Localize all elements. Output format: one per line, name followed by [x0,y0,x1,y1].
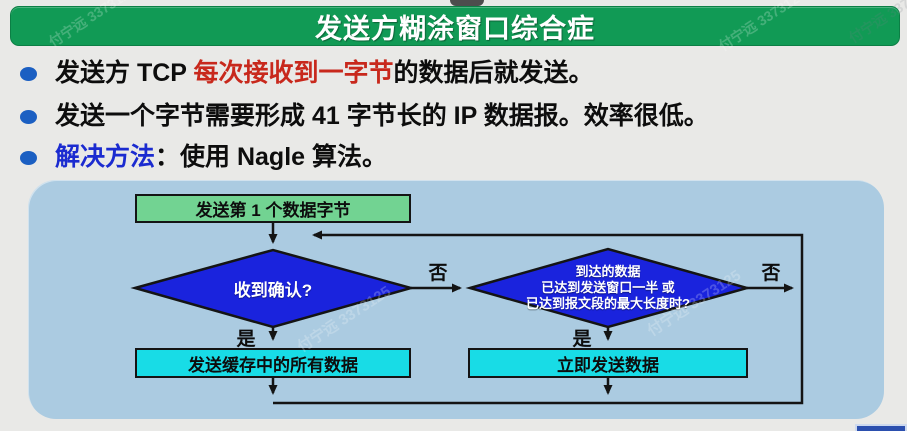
page-title: 发送方糊涂窗口综合症 [315,13,595,44]
bullet-dot [20,151,37,165]
decision1-label: 收到确认? [233,280,313,300]
bottom-right-logo-fragment [855,424,907,431]
title-bar: 发送方糊涂窗口综合症 [10,6,900,46]
branch-label-no-1: 否 [428,263,448,284]
flowchart-panel: 发送第 1 个数据字节 收到确认? 到达的数据 已达到发送窗口一半 或 已达到报… [28,180,884,419]
flowchart-start-box: 发送第 1 个数据字节 [135,194,411,223]
bullet-text-3: 解决方法：使用 Nagle 算法。 [55,143,387,171]
highlight-red: 每次接收到一字节 [193,59,394,87]
bullet-item-1: 发送方 TCP 每次接收到一字节的数据后就发送。 [20,58,593,89]
decision2-label: 到达的数据 已达到发送窗口一半 或 已达到报文段的最大长度时? [526,264,690,311]
feedback-loop-line [273,230,804,405]
branch-label-yes-2: 是 [572,329,592,350]
bullet-item-3: 解决方法：使用 Nagle 算法。 [20,142,387,173]
bullet-dot [20,67,37,81]
bullet-dot [20,110,37,124]
decision1-diamond [130,248,416,329]
branch-label-yes-1: 是 [236,329,256,350]
flowchart-action2-box: 立即发送数据 [468,348,748,378]
branch-label-no-2: 否 [761,263,781,284]
bullet-text-2: 发送一个字节需要形成 41 字节长的 IP 数据报。效率很低。 [55,102,709,130]
flowchart-graphics [130,223,804,405]
top-notch [450,0,484,6]
decision2-diamond [465,247,752,329]
bullet-text-1: 发送方 TCP 每次接收到一字节的数据后就发送。 [55,59,594,87]
flowchart-action1-box: 发送缓存中的所有数据 [135,348,411,378]
highlight-blue: 解决方法 [55,143,156,171]
bullet-item-2: 发送一个字节需要形成 41 字节长的 IP 数据报。效率很低。 [20,101,709,132]
